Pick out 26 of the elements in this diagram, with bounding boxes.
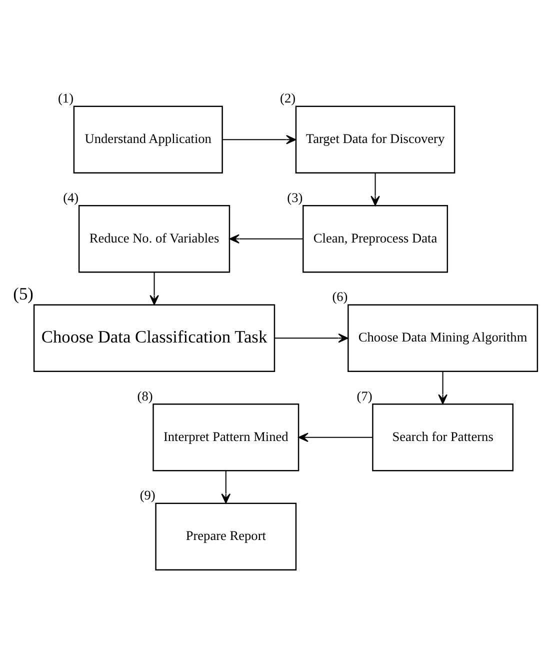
node-box: Understand Application [73,105,223,174]
node-box: Reduce No. of Variables [78,204,230,272]
node-label: (1) [58,90,74,106]
node-label: (5) [13,284,34,303]
node-box: Choose Data Classification Task [33,304,276,372]
node-box: Prepare Report [155,502,297,570]
arrow [438,371,448,404]
node-box: Interpret Pattern Mined [152,403,300,471]
arrow [229,234,304,244]
node-label: (9) [140,487,156,502]
node-label: (7) [356,388,372,403]
arrow [150,272,159,305]
node-label: (3) [287,189,303,204]
node-box: Target Data for Discovery [295,105,456,174]
arrow [221,470,231,504]
node-box: Choose Data Mining Algorithm [348,304,538,372]
node-box: Search for Patterns [372,403,514,471]
arrow [222,134,296,144]
arrow [370,172,380,206]
arrow [298,432,372,442]
node-box: Clean, Preprocess Data [302,204,448,272]
node-label: (8) [137,388,153,403]
node-label: (2) [280,90,296,106]
node-label: (4) [63,189,79,204]
node-label: (6) [332,288,348,304]
arrow [274,333,348,342]
